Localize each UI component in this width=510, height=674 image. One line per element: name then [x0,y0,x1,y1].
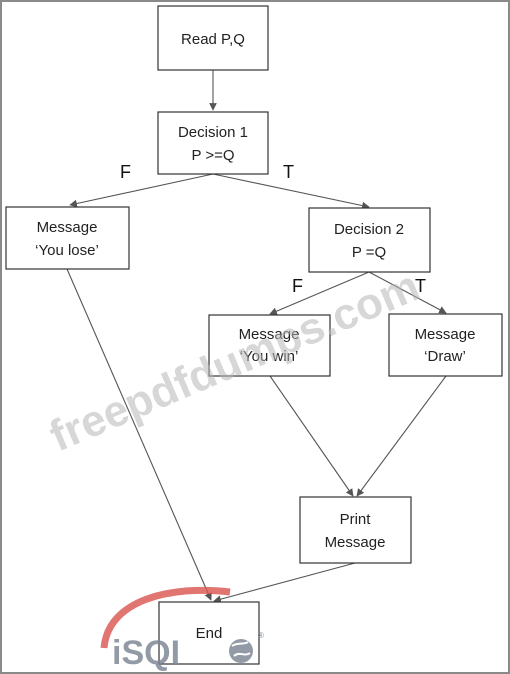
node-draw-line-1: Message [415,326,476,343]
edge-decision2-to-draw [368,271,447,314]
logo-text: iSQI [112,634,180,672]
node-draw: Message ‘Draw’ [388,313,503,377]
node-decision1: Decision 1 P >=Q [157,111,269,175]
node-decision2-line-2: P =Q [352,244,386,261]
isqi-logo: iSQI ® [100,586,264,672]
globe-icon [229,639,253,663]
node-decision2: Decision 2 P =Q [308,207,431,273]
branch-label-d1-true: T [283,162,294,182]
branch-label-d2-true: T [415,276,426,296]
node-lose-line-1: Message [37,219,98,236]
edge-decision2-to-win [269,271,370,315]
edge-print-to-end [213,562,356,603]
logo-swoosh [100,586,231,649]
node-draw-line-2: ‘Draw’ [424,348,466,365]
edge-lose-to-end [66,268,212,601]
branch-label-d2-false: F [292,276,303,296]
node-print-line-2: Message [325,534,386,551]
edge-draw-to-print [356,375,447,497]
edge-decision1-to-lose [69,173,214,208]
branch-label-d1-false: F [120,162,131,182]
node-end-line-1: End [196,625,223,642]
node-win-line-1: Message [239,326,300,343]
node-print: Print Message [299,496,412,564]
node-decision1-line-2: P >=Q [191,147,234,164]
node-read: Read P,Q [157,5,269,71]
watermark-text: freepdfdumps.com [43,261,427,461]
node-lose: Message ‘You lose’ [5,206,130,270]
logo-registered-mark: ® [258,631,264,640]
node-print-line-1: Print [340,511,372,528]
node-win: Message ‘You win’ [208,314,331,377]
node-lose-line-2: ‘You lose’ [35,242,99,259]
node-win-line-2: ‘You win’ [240,348,299,365]
edge-decision1-to-decision2 [212,173,370,210]
node-read-line-1: Read P,Q [181,31,245,48]
node-decision1-line-1: Decision 1 [178,124,248,141]
edge-win-to-print [269,375,354,497]
node-decision2-line-1: Decision 2 [334,221,404,238]
